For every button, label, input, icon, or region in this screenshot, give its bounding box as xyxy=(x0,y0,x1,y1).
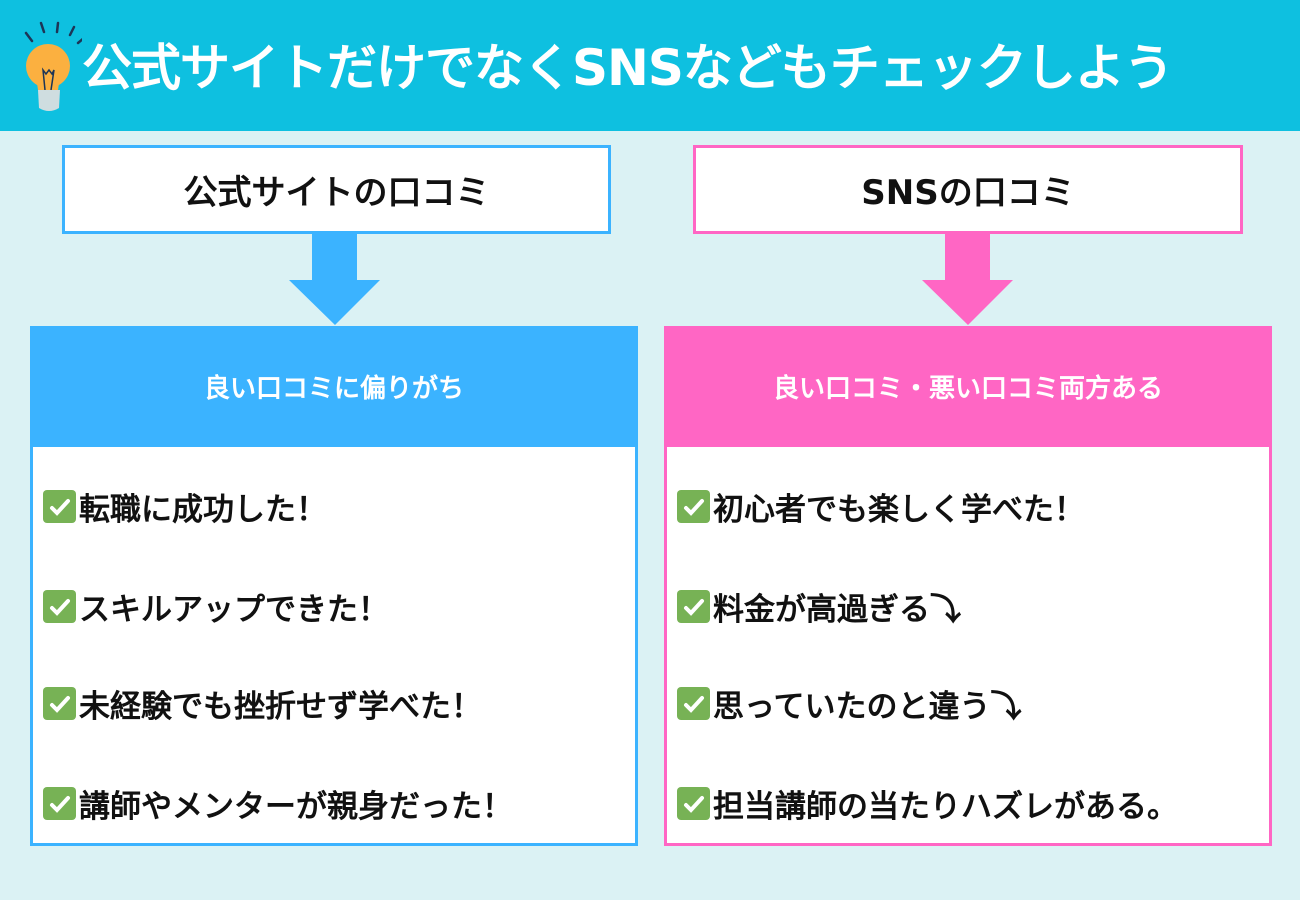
list-item: 思っていたのと違う⤵ xyxy=(677,681,1021,726)
list-item: 料金が高過ぎる⤵ xyxy=(677,584,961,629)
page-title: 公式サイトだけでなくSNSなどもチェックしよう xyxy=(82,39,1174,97)
official-site-panel: 良い口コミに偏りがち 転職に成功した！ スキルアップできた！ 未経験でも挫折せず… xyxy=(30,326,638,846)
list-item: 転職に成功した！ xyxy=(43,484,327,529)
item-text: 思っていたのと違う⤵ xyxy=(713,689,1022,725)
list-item: 担当講師の当たりハズレがある。 xyxy=(677,781,1178,826)
list-item: 未経験でも挫折せず学べた！ xyxy=(43,681,482,726)
check-icon xyxy=(677,490,710,523)
check-icon xyxy=(43,490,76,523)
check-icon xyxy=(677,687,710,720)
sns-title: SNSの口コミ xyxy=(693,145,1243,234)
item-text: 講師やメンターが親身だった！ xyxy=(79,789,513,825)
item-text: 転職に成功した！ xyxy=(79,492,327,528)
item-text: 初心者でも楽しく学べた！ xyxy=(713,492,1085,528)
check-icon xyxy=(677,787,710,820)
official-summary: 良い口コミに偏りがち xyxy=(30,326,638,447)
item-text: 未経験でも挫折せず学べた！ xyxy=(79,689,482,725)
list-item: 講師やメンターが親身だった！ xyxy=(43,781,513,826)
check-icon xyxy=(43,787,76,820)
check-icon xyxy=(43,687,76,720)
item-text: 料金が高過ぎる⤵ xyxy=(713,592,961,628)
lightbulb-icon xyxy=(24,21,82,111)
official-site-title: 公式サイトの口コミ xyxy=(62,145,611,234)
check-icon xyxy=(43,590,76,623)
list-item: 初心者でも楽しく学べた！ xyxy=(677,484,1085,529)
header-banner: 公式サイトだけでなくSNSなどもチェックしよう xyxy=(0,0,1300,131)
arrow-down-icon xyxy=(922,233,1013,325)
sns-summary: 良い口コミ・悪い口コミ両方ある xyxy=(664,326,1272,447)
item-text: スキルアップできた！ xyxy=(79,592,389,628)
sns-panel: 良い口コミ・悪い口コミ両方ある 初心者でも楽しく学べた！ 料金が高過ぎる⤵ 思っ… xyxy=(664,326,1272,846)
arrow-down-icon xyxy=(289,233,380,325)
check-icon xyxy=(677,590,710,623)
list-item: スキルアップできた！ xyxy=(43,584,389,629)
item-text: 担当講師の当たりハズレがある。 xyxy=(713,789,1178,825)
